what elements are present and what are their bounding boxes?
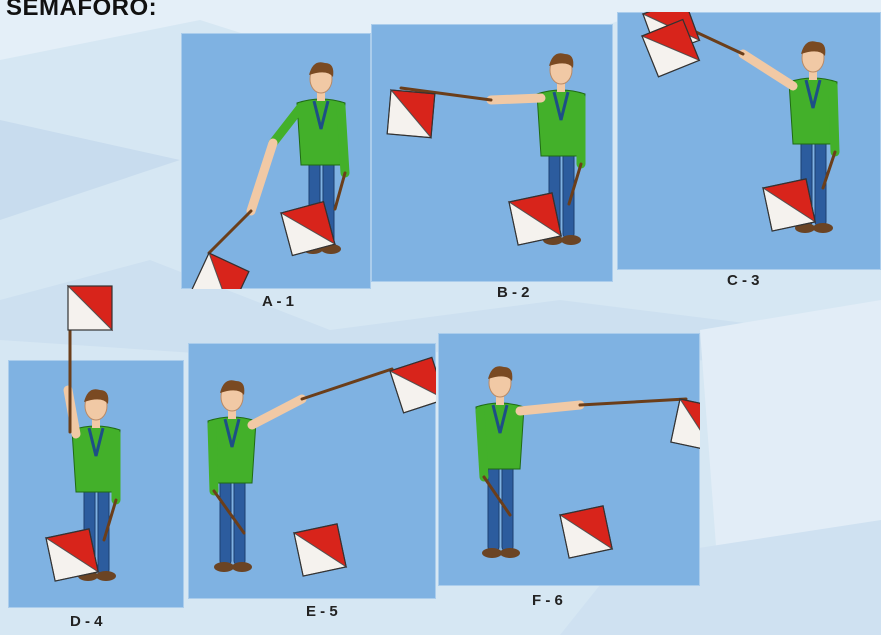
semaphore-flag [294, 524, 346, 576]
semaphore-flag [671, 399, 700, 451]
signal-label-e: E - 5 [306, 603, 338, 620]
semaphore-flag [763, 179, 815, 231]
signal-label-d: D - 4 [70, 613, 103, 630]
semaphore-flag [387, 90, 435, 138]
signal-panel-b [371, 24, 613, 282]
signal-label-a: A - 1 [262, 293, 294, 310]
signal-label-c: C - 3 [727, 272, 760, 289]
semaphore-flag [390, 357, 436, 412]
signal-panel-e [188, 343, 436, 599]
semaphore-flag [560, 506, 612, 558]
signal-label-f: F - 6 [532, 592, 563, 609]
signal-label-b: B - 2 [497, 284, 530, 301]
semaphore-flag [46, 529, 98, 581]
signal-panel-a [181, 33, 371, 289]
signaller-figure [181, 33, 371, 289]
signaller-figure [617, 12, 881, 270]
signaller-figure [371, 24, 613, 282]
signaller-figure [188, 343, 436, 599]
signal-panel-c [617, 12, 881, 270]
signaller-figure [438, 333, 700, 586]
signal-panel-f [438, 333, 700, 586]
semaphore-flag [190, 253, 248, 289]
page-title: SEMAFORO: [6, 0, 157, 22]
semaphore-flag [509, 193, 561, 245]
signaller-figure [8, 360, 184, 608]
signal-panel-d [8, 360, 184, 608]
semaphore-flag [643, 12, 699, 55]
